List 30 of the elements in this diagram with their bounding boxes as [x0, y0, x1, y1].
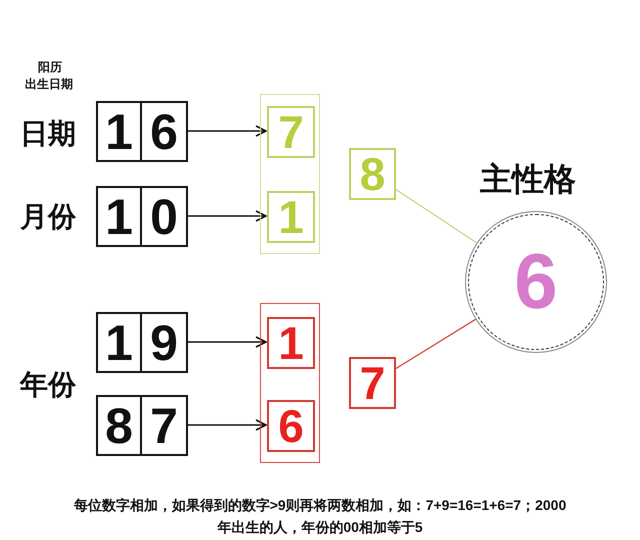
note-text: 阳历: [38, 60, 62, 74]
digit-cell: 7: [140, 395, 188, 456]
digit-cell: 0: [140, 186, 188, 247]
arrow: [188, 419, 267, 431]
digit-box: 7: [267, 106, 315, 158]
digit-cell: 8: [96, 395, 142, 456]
digit-box: 7: [349, 357, 396, 409]
row-label: 年份: [20, 368, 76, 402]
digit-cell: 1: [96, 312, 142, 373]
digit-box: 8: [349, 148, 396, 200]
arrow: [188, 125, 267, 137]
note-text: 出生日期: [25, 77, 73, 92]
digit-box: 1: [267, 191, 315, 243]
digit-cell: 1: [96, 186, 142, 247]
row-label: 日期: [20, 117, 76, 151]
digit-box: 1: [267, 317, 315, 369]
digit-box: 6: [267, 400, 315, 452]
arrow: [188, 336, 267, 348]
row-label: 月份: [20, 200, 76, 234]
group-frame: [260, 303, 320, 463]
digit-cell: 1: [96, 101, 142, 162]
number: 6: [513, 236, 559, 327]
caption: 每位数字相加，如果得到的数字>9则再将两数相加，如：7+9=16=1+6=7；2000年出生的人，年份的00相加等于5: [72, 496, 568, 537]
digit-cell: 6: [140, 101, 188, 162]
digit-cell: 9: [140, 312, 188, 373]
heading: 主性格: [480, 160, 576, 198]
connector-line: [396, 318, 476, 369]
group-frame: [260, 94, 320, 254]
connector-line: [396, 189, 478, 244]
arrow: [188, 210, 267, 222]
